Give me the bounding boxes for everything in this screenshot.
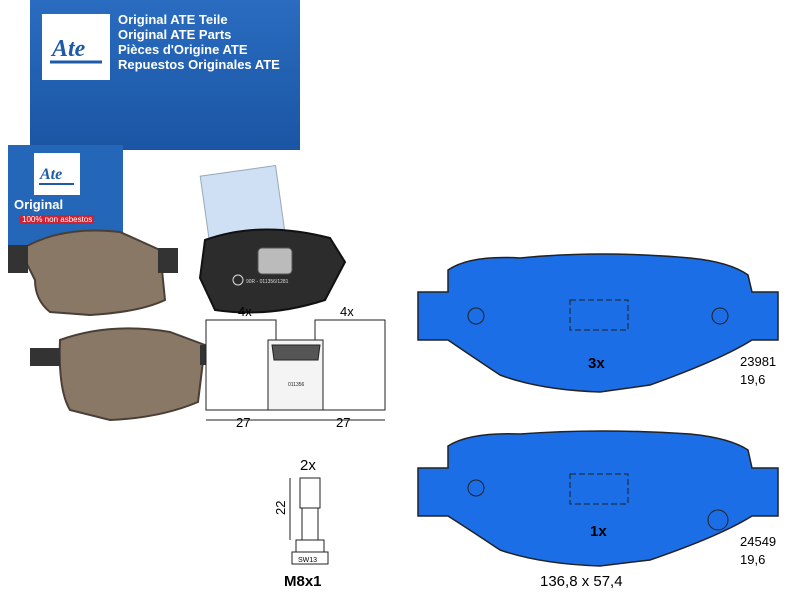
pad-part-upper: 23981 <box>740 354 776 369</box>
bolt-length: 22 <box>273 501 288 515</box>
svg-text:90R - 011356/1281: 90R - 011356/1281 <box>246 279 289 285</box>
fitting-drawing <box>205 319 386 421</box>
count-right: 4x <box>340 304 354 319</box>
small-box-tag: 100% non asbestos <box>20 215 95 224</box>
ate-small-logo: Ate <box>34 153 80 195</box>
brand-line-es: Repuestos Originales ATE <box>118 57 280 72</box>
pad-quantity-upper: 3x <box>588 355 605 372</box>
bolt-thread: M8x1 <box>284 573 322 590</box>
brand-line-fr: Pièces d'Origine ATE <box>118 42 248 57</box>
pad-drawing-upper <box>417 253 779 393</box>
pad-thickness-upper: 19,6 <box>740 372 765 387</box>
bolt-count: 2x <box>300 457 316 474</box>
svg-text:Ate: Ate <box>50 36 86 62</box>
pad-dimensions: 136,8 x 57,4 <box>540 573 623 590</box>
ate-logo: Ate <box>42 14 110 80</box>
small-box-label: Original <box>14 197 64 212</box>
brake-pad-photo-lower <box>30 327 224 422</box>
clip-stamp: 011356 <box>288 382 305 388</box>
bolt-wrench: SW13 <box>298 557 317 564</box>
pad-drawing-lower <box>417 430 779 567</box>
count-left: 4x <box>238 304 252 319</box>
brake-pad-backplate: 90R - 011356/1281 <box>198 228 347 314</box>
brake-pad-photo-upper <box>8 229 178 317</box>
pad-quantity-lower: 1x <box>590 523 607 540</box>
width-right: 27 <box>336 415 350 430</box>
pad-thickness-lower: 19,6 <box>740 552 765 567</box>
ate-small-box: Ate Original 100% non asbestos <box>8 145 123 245</box>
ate-product-box: Ate Original ATE Teile Original ATE Part… <box>30 0 300 150</box>
width-left: 27 <box>236 415 250 430</box>
svg-text:Ate: Ate <box>39 166 62 183</box>
bolt-drawing <box>289 477 329 565</box>
pad-part-lower: 24549 <box>740 534 776 549</box>
brand-line-de: Original ATE Teile <box>118 12 228 27</box>
brand-line-en: Original ATE Parts <box>118 27 232 42</box>
